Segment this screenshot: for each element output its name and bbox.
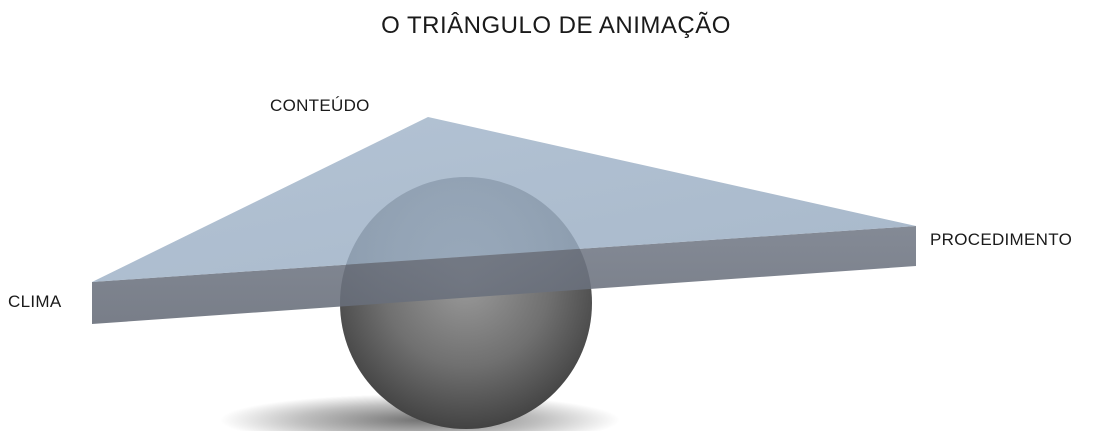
vertex-label-procedure: PROCEDIMENTO xyxy=(930,230,1073,249)
triangle-edge xyxy=(92,226,916,324)
diagram-title: O TRIÂNGULO DE ANIMAÇÃO xyxy=(381,12,731,39)
vertex-label-content: CONTEÚDO xyxy=(270,96,370,115)
triangle-top-face xyxy=(92,117,916,282)
vertex-label-climate: CLIMA xyxy=(8,292,62,311)
